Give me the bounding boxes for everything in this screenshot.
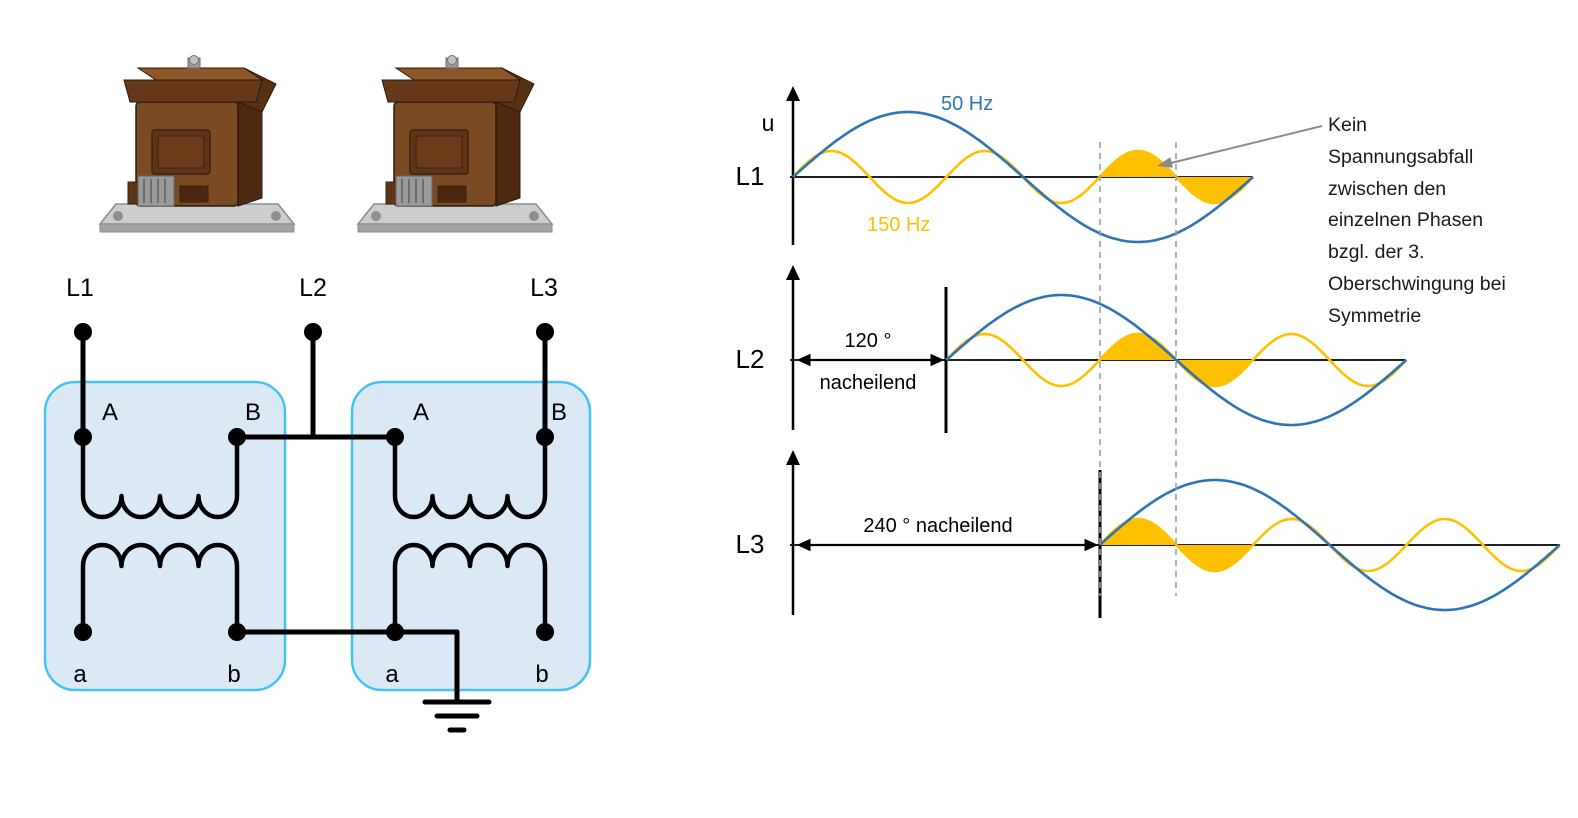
- y-axis-arrowhead-l3: [786, 450, 800, 465]
- phase-label-l3: L3: [530, 274, 558, 302]
- phase-shift-arrow-l3: [796, 538, 1099, 552]
- node-A2: [386, 428, 404, 446]
- annotation-arrow: [1157, 125, 1323, 168]
- primary-winding-2: [392, 434, 548, 520]
- phase-label-l1: L1: [66, 274, 94, 302]
- transformer-photos: [99, 54, 553, 233]
- waveform-chart: u L1 L2 L3 50 Hz 150 Hz 120 ° nacheilend…: [736, 86, 1561, 618]
- circuit-nodes: [74, 323, 554, 641]
- terminal-label-b2: b: [535, 661, 548, 688]
- node-B1: [228, 428, 246, 446]
- phase-note-l2-line2: nacheilend: [820, 372, 917, 394]
- node-l1: [74, 323, 92, 341]
- secondary-winding-1: [80, 542, 240, 635]
- terminal-label-B1: B: [245, 399, 261, 426]
- terminal-label-b1: b: [227, 661, 240, 688]
- terminal-label-a1: a: [73, 661, 87, 688]
- node-l3: [536, 323, 554, 341]
- voltage-transformer-photo-2: [357, 54, 553, 233]
- node-b1: [228, 623, 246, 641]
- node-B2: [536, 428, 554, 446]
- row-label-l3: L3: [736, 529, 765, 559]
- terminal-label-A2: A: [413, 399, 429, 426]
- node-b2: [536, 623, 554, 641]
- phase-note-l3: 240 ° nacheilend: [863, 515, 1012, 537]
- annotation-text: Kein Spannungsabfall zwischen den einzel…: [1328, 114, 1506, 327]
- y-axis-arrowhead-l1: [786, 86, 800, 101]
- legend-150hz: 150 Hz: [867, 214, 930, 236]
- node-a2: [386, 623, 404, 641]
- row-label-l1: L1: [736, 161, 765, 191]
- voltage-transformer-photo-1: [99, 54, 295, 233]
- row-label-l2: L2: [736, 344, 765, 374]
- primary-winding-1: [80, 434, 240, 520]
- y-axis-arrowhead-l2: [786, 265, 800, 280]
- transformer1-box: [43, 380, 287, 692]
- phase-shift-arrow-l2: [796, 353, 945, 367]
- node-a1: [74, 623, 92, 641]
- circuit-diagram: L1 L2 L3 A B a b A B a b: [43, 274, 592, 733]
- transformer2-box: [350, 380, 592, 692]
- terminal-label-B2: B: [551, 399, 567, 426]
- secondary-winding-2: [392, 542, 548, 635]
- u-axis-label: u: [762, 110, 775, 136]
- legend-50hz: 50 Hz: [941, 93, 993, 115]
- node-A1: [74, 428, 92, 446]
- node-l2: [304, 323, 322, 341]
- terminal-label-A1: A: [102, 399, 118, 426]
- terminal-label-a2: a: [385, 661, 399, 688]
- phase-note-l2-line1: 120 °: [845, 330, 892, 352]
- ground-symbol: [422, 699, 492, 733]
- phase-label-l2: L2: [299, 274, 327, 302]
- fundamental-curve-L2: [945, 293, 1408, 427]
